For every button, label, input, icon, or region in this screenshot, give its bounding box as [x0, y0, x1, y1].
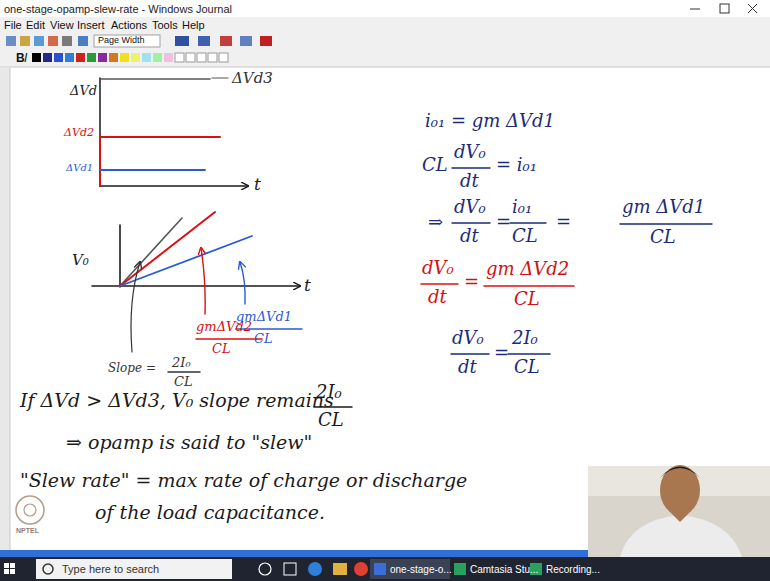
handwritten-note: t — [304, 276, 311, 295]
handwritten-note: CL — [512, 226, 538, 246]
handwritten-note: dt — [460, 171, 479, 191]
handwritten-note: 2I₀ — [316, 382, 342, 402]
handwritten-note: CL — [514, 289, 540, 309]
handwritten-note: CL — [514, 357, 540, 377]
ui-text: View — [50, 19, 74, 31]
ui-text: NPTEL — [16, 527, 39, 535]
ui-text: Type here to search — [62, 563, 159, 575]
handwritten-note: ΔVd3 — [232, 70, 273, 87]
ui-text: Recording... — [546, 564, 600, 575]
handwritten-note: gmΔVd1 — [236, 310, 292, 324]
handwritten-note: of the load capacitance. — [95, 502, 325, 523]
ui-text: Edit — [26, 19, 45, 31]
ui-text: Actions — [111, 19, 147, 31]
ui-text: I — [24, 52, 27, 65]
handwritten-note: CL — [318, 410, 344, 430]
handwritten-note: dt — [460, 226, 479, 246]
handwritten-note: dV₀ — [452, 328, 484, 348]
handwritten-note: = — [464, 272, 479, 292]
handwritten-note: Slope = — [108, 362, 156, 375]
ui-text: Camtasia Stu... — [470, 564, 538, 575]
handwritten-note: dt — [458, 357, 477, 377]
handwritten-note: dV₀ — [422, 258, 454, 278]
handwritten-note: gm ΔVd2 — [486, 259, 569, 279]
handwritten-note: = — [556, 212, 571, 232]
handwritten-note: gm ΔVd1 — [622, 197, 705, 217]
handwritten-note: = — [496, 212, 511, 232]
ui-text: one-stage-o... — [390, 564, 452, 575]
handwritten-note: "Slew rate" = max rate of charge or disc… — [20, 470, 467, 491]
handwritten-note: dV₀ — [454, 142, 486, 162]
handwritten-note: 2I₀ — [512, 328, 538, 348]
handwritten-note: dV₀ — [454, 197, 486, 217]
ui-text: Page Width — [98, 36, 145, 46]
handwritten-note: = i₀₁ — [496, 155, 537, 175]
handwritten-note: CL — [422, 155, 448, 175]
handwritten-note: CL — [650, 227, 676, 247]
ui-text: Tools — [152, 19, 178, 31]
handwritten-note: ΔVd2 — [64, 127, 94, 139]
handwritten-note: t — [254, 175, 261, 194]
ui-text: Insert — [77, 19, 105, 31]
handwritten-note: ⇒ — [428, 212, 443, 232]
handwritten-note: CL — [174, 375, 193, 389]
ui-text: Help — [182, 19, 205, 31]
handwritten-note: = — [494, 343, 509, 363]
handwritten-note: i₀₁ — [512, 197, 532, 217]
handwritten-note: 2I₀ — [172, 356, 191, 370]
handwritten-note: ⇒ opamp is said to "slew" — [66, 432, 312, 453]
handwritten-note: V₀ — [72, 252, 89, 269]
handwritten-note: ΔVd — [70, 84, 97, 98]
handwritten-note: If ΔVd > ΔVd3, V₀ slope remains — [20, 390, 334, 411]
handwritten-note: ΔVd1 — [66, 162, 93, 173]
ui-text: one-stage-opamp-slew-rate - Windows Jour… — [4, 3, 232, 15]
handwritten-note: CL — [212, 342, 231, 356]
handwritten-note: CL — [254, 332, 273, 346]
ui-text: B — [16, 52, 25, 65]
handwritten-note: i₀₁ = gm ΔVd1 — [425, 111, 555, 131]
handwritten-note: dt — [428, 287, 447, 307]
ui-text: File — [4, 19, 22, 31]
